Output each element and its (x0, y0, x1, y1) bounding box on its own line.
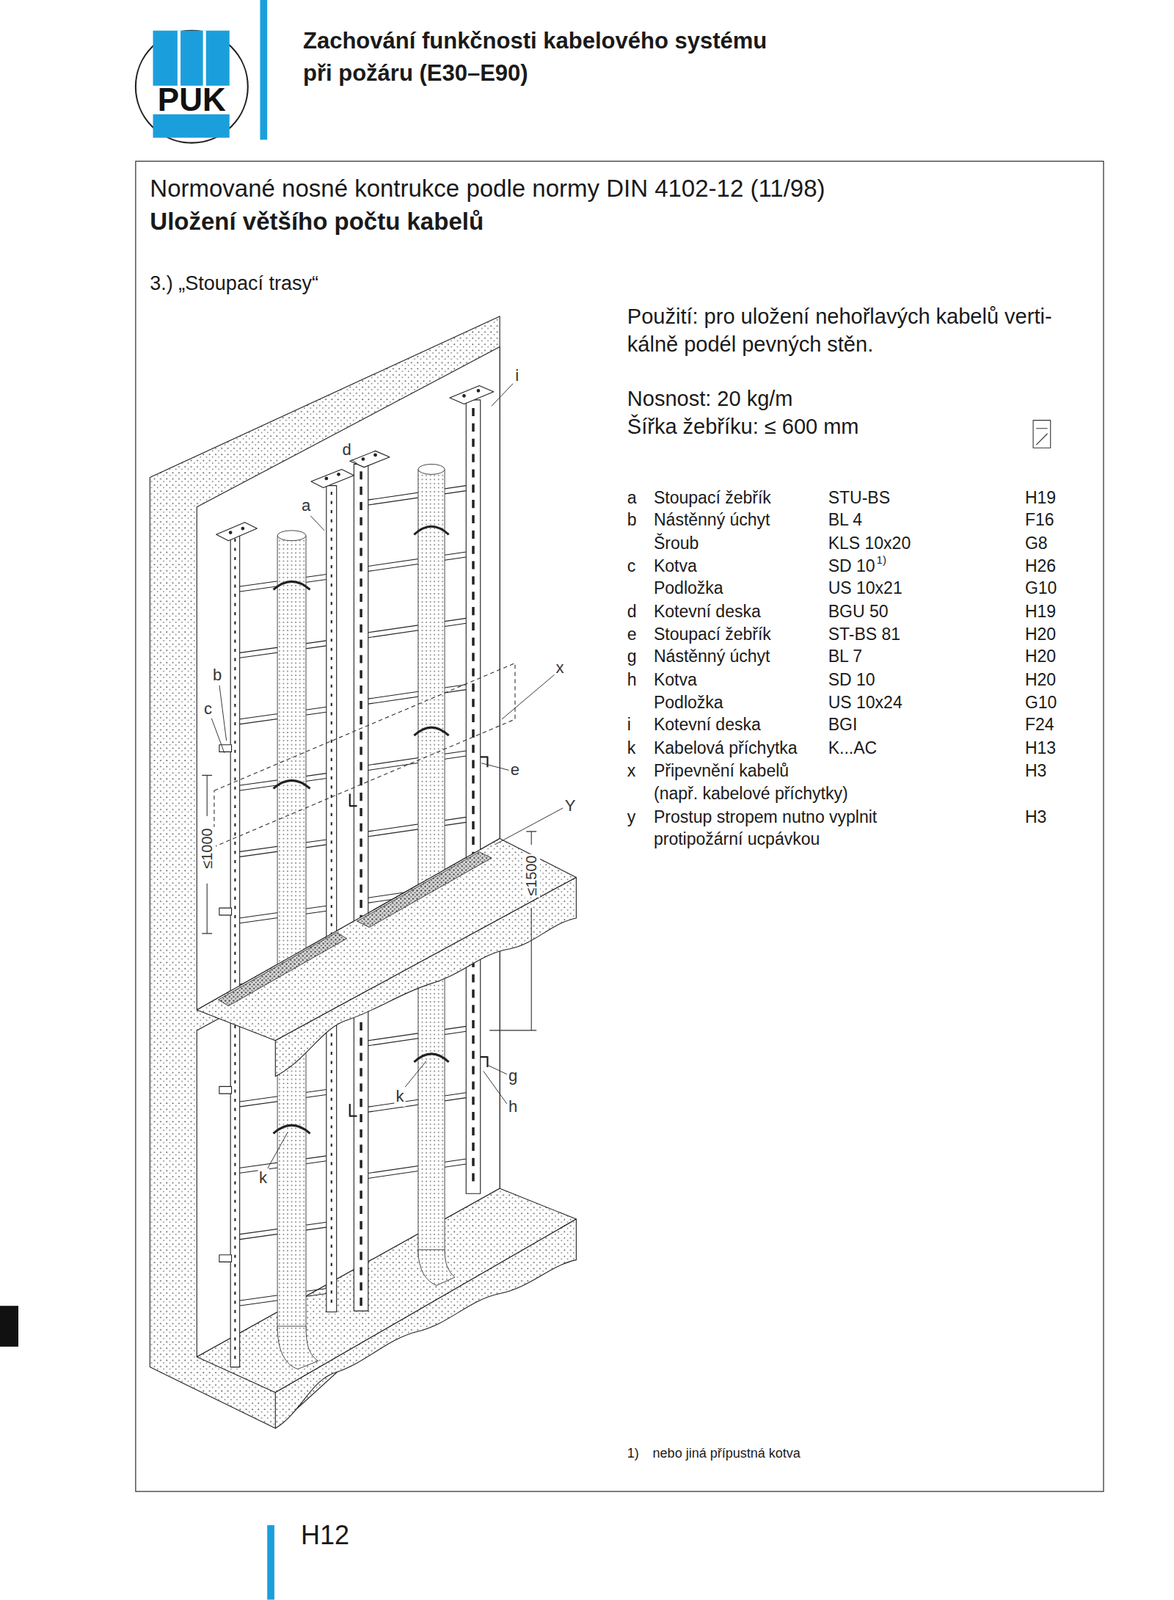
parts-table-cell: G10 (1025, 578, 1057, 599)
ceiling-slab (196, 838, 576, 1077)
parts-table-cell: H19 (1025, 487, 1056, 509)
part-key: c (627, 556, 637, 577)
accent-bar (267, 1524, 275, 1599)
parts-table-cell: (např. kabelové příchytky) (653, 783, 849, 805)
width-symbol (1033, 420, 1051, 449)
parts-table-cell: Kotva (653, 669, 698, 691)
parts-table-cell: KLS 10x20 (828, 533, 912, 554)
parts-table-cell: Připevnění kabelů (653, 760, 789, 782)
parts-table-cell: BGI (828, 714, 858, 736)
parts-table-cell: SD 10 (828, 556, 876, 577)
logo-text: PUK (157, 83, 226, 116)
fixing-zone (214, 663, 516, 847)
callout-letter: h (507, 1096, 519, 1117)
parts-table-cell: Podložka (653, 692, 724, 714)
description-text: Použití: pro uložení nehořlavých kabelů … (627, 303, 1053, 330)
callout-letter: b (211, 665, 224, 685)
dimension-label: ≤1500 (522, 853, 541, 897)
parts-table-cell: Kotva (653, 556, 698, 577)
parts-table-cell: G8 (1025, 533, 1048, 554)
parts-table-cell: Kotevní deska (653, 714, 761, 736)
callout-letter: x (554, 658, 566, 678)
parts-table-cell: BL 4 (828, 509, 863, 531)
callout-letter: d (340, 440, 353, 460)
parts-table-cell: Nástěnný úchyt (653, 509, 771, 531)
callout-letter: k (394, 1086, 406, 1106)
parts-table-cell: Podložka (653, 578, 724, 599)
description-text: Nosnost: 20 kg/m (627, 385, 794, 412)
parts-table-cell: BGU 50 (828, 601, 889, 623)
parts-table-cell: US 10x24 (828, 692, 903, 714)
callout-letter: a (300, 496, 312, 516)
heading: Uložení většího počtu kabelů (149, 206, 484, 237)
parts-table-cell: H13 (1025, 738, 1056, 759)
callout-letter: Y (563, 796, 578, 816)
parts-table-cell: H26 (1025, 556, 1056, 577)
callout-letter: c (202, 699, 214, 719)
parts-table-cell: H20 (1025, 624, 1056, 645)
parts-table-cell: G10 (1025, 692, 1057, 714)
parts-table-cell: Kotevní deska (653, 601, 761, 623)
logo: PUK (157, 83, 226, 116)
parts-table-cell: US 10x21 (828, 578, 903, 599)
page-number: H12 (300, 1518, 350, 1551)
floor-slab (196, 1187, 576, 1428)
leader-lines (211, 383, 564, 1169)
heading: Normované nosné kontrukce podle normy DI… (149, 173, 825, 204)
parts-table-cell: H19 (1025, 601, 1056, 623)
parts-table-cell: ST-BS 81 (828, 624, 901, 645)
parts-table-cell: H20 (1025, 646, 1056, 667)
content-frame (135, 161, 1104, 1492)
parts-table-cell: Šroub (653, 533, 699, 554)
parts-table-cell: K...AC (828, 738, 877, 759)
description-text: kálně podél pevných stěn. (627, 331, 874, 358)
footnote: nebo jiná přípustná kotva (653, 1445, 801, 1462)
parts-table-cell: Stoupací žebřík (653, 487, 772, 509)
parts-table-cell: BL 7 (828, 646, 863, 667)
thumb-tab (0, 1305, 19, 1347)
parts-table-cell: SD 10 (828, 669, 876, 691)
part-key: i (627, 714, 632, 736)
parts-table-cell: F16 (1025, 509, 1055, 531)
part-key: d (627, 601, 637, 623)
part-key: e (627, 624, 637, 645)
accent-bar (259, 0, 268, 140)
part-key: h (627, 669, 637, 691)
part-key: b (627, 509, 637, 531)
dimension-lines (201, 774, 537, 1031)
callout-letter: e (509, 760, 521, 780)
callout-letter: g (507, 1066, 519, 1086)
part-key: g (627, 646, 637, 667)
part-key: x (627, 760, 637, 782)
parts-table-cell: Nástěnný úchyt (653, 646, 771, 667)
parts-table-cell: Prostup stropem nutno vyplnit (653, 807, 877, 828)
description-text: Šířka žebříku: ≤ 600 mm (627, 413, 860, 440)
logo-mark (135, 30, 249, 144)
parts-table-cell: protipožární ucpávkou (653, 829, 820, 850)
part-key: y (627, 807, 637, 828)
parts-table-cell: STU-BS (828, 487, 891, 509)
parts-table-cell: Kabelová příchytka (653, 738, 798, 759)
ladder-stu-bs (216, 468, 355, 1367)
heading: 3.) „Stoupací trasy“ (149, 271, 319, 295)
parts-table-cell: H3 (1025, 760, 1047, 782)
parts-table-cell: H20 (1025, 669, 1056, 691)
callout-letter: k (257, 1168, 269, 1188)
ladder-st-bs-81 (349, 385, 494, 1311)
footnote: 1) (876, 553, 887, 567)
parts-table-cell: F24 (1025, 714, 1055, 736)
parts-table-cell: H3 (1025, 807, 1047, 828)
page-title: Zachování funkčnosti kabelového systému … (303, 24, 785, 91)
dimension-label: ≤1000 (198, 826, 216, 871)
parts-table-cell: Stoupací žebřík (653, 624, 772, 645)
part-key: k (627, 738, 637, 759)
part-key: a (627, 487, 637, 509)
callout-letter: i (513, 365, 521, 385)
footnote: 1) (627, 1445, 640, 1462)
